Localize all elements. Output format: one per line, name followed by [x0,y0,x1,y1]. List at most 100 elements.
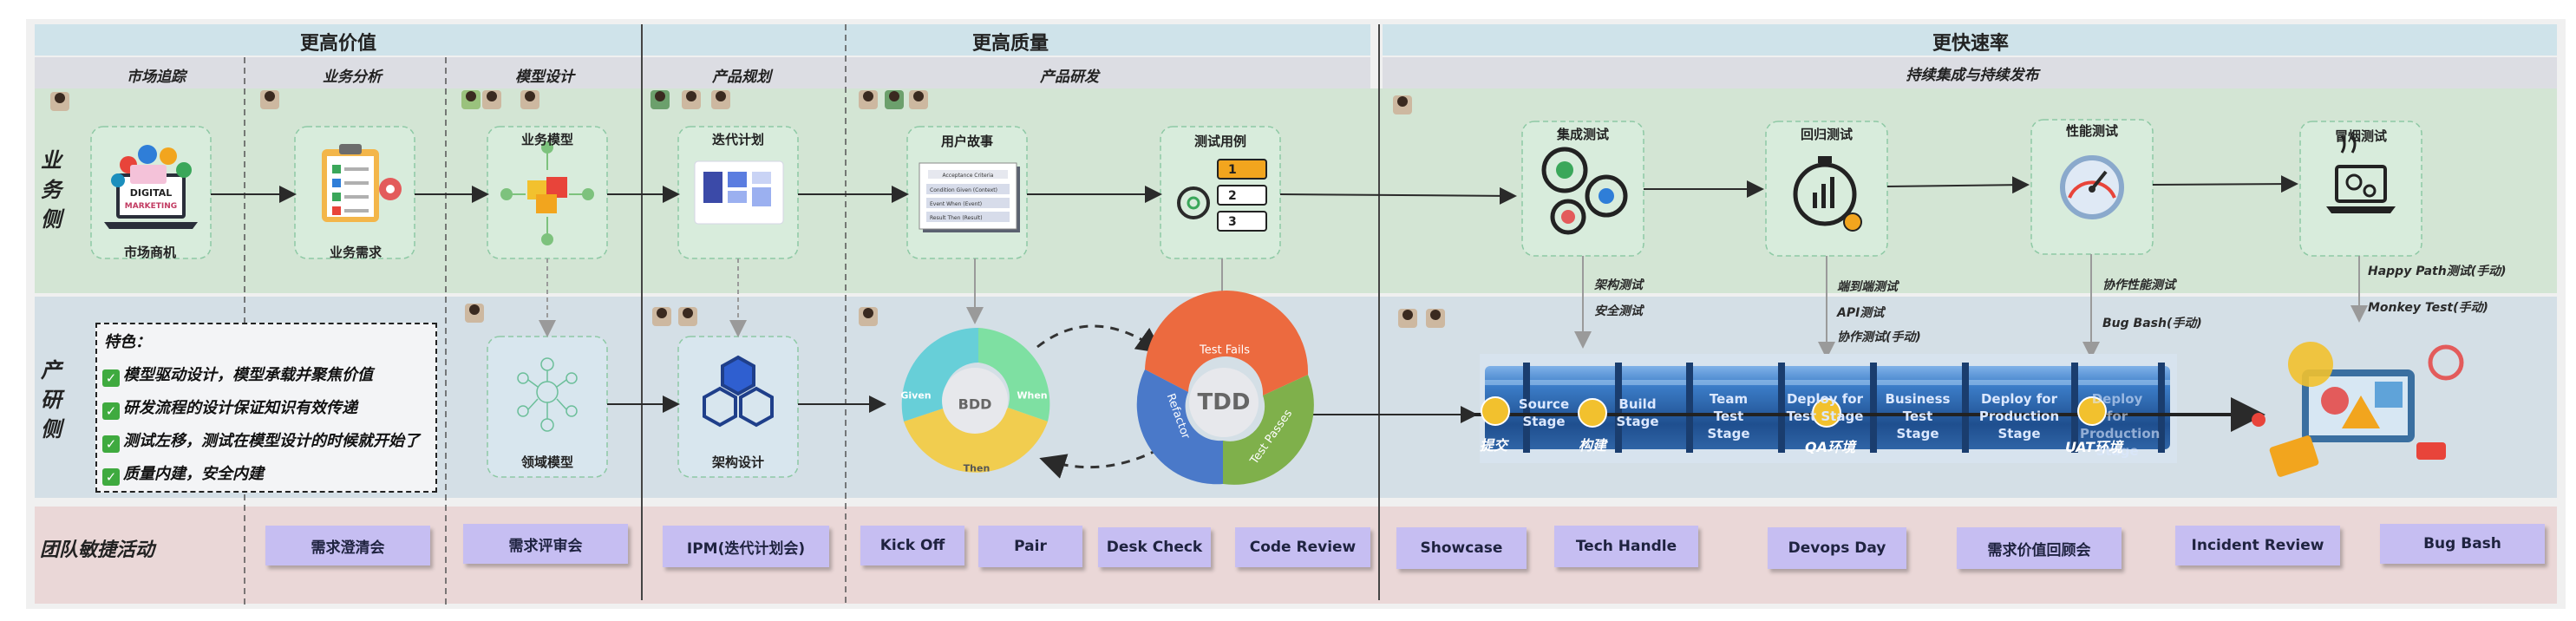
pipeline-stage-business-test: Business Test Stage [1885,391,1951,441]
feature-item: ✓研发流程的设计保证知识有效传递 [102,395,357,420]
label-domain-model: 领域模型 [521,454,574,470]
check-icon: ✓ [102,468,120,486]
marketing-label: MARKETING [125,202,177,211]
test-case-number: 1 [1228,163,1237,177]
annotation-bug-bash-test: Bug Bash(手动) [2102,317,2202,330]
gauge-icon [2060,155,2124,219]
lane-label-dev: 产研侧 [41,358,62,441]
label-architecture: 架构设计 [712,454,765,470]
label-test-case: 测试用例 [1194,134,1247,149]
gears-icon [1541,147,1628,235]
tdd-center-label: TDD [1197,389,1251,415]
activity-note: 需求价值回顾会 [1957,527,2122,569]
annotation-monkey-test: Monkey Test(手动) [2368,301,2488,315]
business-model-icon [500,141,594,245]
header-speed: 更快速率 [1932,33,2010,55]
header-value: 更高价值 [299,33,377,55]
features-title: 特色： [104,333,151,351]
dev-flow-arrows [607,395,1478,423]
label-regression-test: 回归测试 [1801,127,1854,142]
activity-note: 需求评审会 [463,524,628,564]
bdd-cycle [901,327,1050,473]
subheader-product-dev: 产品研发 [1040,69,1099,86]
activity-note: Bug Bash [2380,524,2545,564]
header-band-left [35,24,1370,56]
label-smoke-test: 冒烟测试 [2335,128,2388,144]
test-case-number: 2 [1228,189,1237,203]
pipeline-env-build: 构建 [1578,437,1607,454]
activity-note: Devops Day [1768,527,1906,569]
subheader-band-left [35,57,1370,88]
label-integration-test: 集成测试 [1557,127,1610,142]
team-avatar-icons [50,90,1445,328]
activity-note: 需求澄清会 [265,526,430,565]
pipeline-env-qa: QA环境 [1805,439,1855,455]
tdd-cycle [1136,291,1314,485]
card-smoke-test [2299,121,2422,257]
pipeline-stage-deploy-prod-2: Deploy for Production Stage [2080,391,2161,459]
activity-note: Code Review [1235,527,1370,567]
header-band-right [1383,24,2557,56]
label-user-story: 用户故事 [941,134,994,149]
business-flow-arrows [211,175,2298,205]
subheader-ci-cd: 持续集成与持续发布 [1906,67,2039,84]
lane-label-business: 业务侧 [41,148,62,232]
pipeline-stage-deploy-prod: Deploy for Production Stage [1978,391,2060,441]
kanban-board-icon [694,160,784,225]
ci-pipeline [1474,354,2265,463]
feature-text: 研发流程的设计保证知识有效传递 [123,399,357,417]
story-card-row: Event When (Event) [930,201,982,207]
story-card-icon: Acceptance Criteria Condition Given (Con… [919,162,1020,232]
stopwatch-icon [1793,156,1862,232]
hexagon-architecture-icon [703,355,774,428]
subheader-product-planning: 产品规划 [712,69,771,86]
laptop-gears-icon [2326,134,2396,213]
label-business-requirement: 业务需求 [330,245,382,260]
check-icon: ✓ [102,369,120,387]
label-business-model: 业务模型 [521,132,574,147]
activity-note: Kick Off [860,526,964,565]
test-case-icon: 1 2 3 [1177,159,1267,232]
label-market-opportunity: 市场商机 [124,245,177,260]
annotation-perf-collab-test: 协作性能测试 [2102,278,2175,292]
annotation-happy-path-test: Happy Path测试(手动) [2368,265,2507,278]
pipeline-stage-deploy-test: Deploy for Test Stage [1786,391,1864,424]
subheader-market: 市场追踪 [127,69,186,86]
activity-note: Pair [978,526,1082,567]
features-box: 特色： ✓模型驱动设计，模型承载并聚焦价值 ✓研发流程的设计保证知识有效传递 ✓… [95,323,437,493]
story-card-row: Result Then (Result) [930,215,983,221]
header-quality: 更高质量 [971,33,1049,55]
tdd-fails-label: Test Fails [1200,343,1250,357]
feature-text: 测试左移，测试在模型设计的时候就开始了 [123,432,420,450]
digital-marketing-icon: DIGITAL MARKETING [104,145,198,229]
label-performance-test: 性能测试 [2066,123,2119,139]
feature-text: 质量内建，安全内建 [123,465,264,483]
bdd-center-label: BDD [958,395,992,413]
bdd-given-label: Given [900,389,932,402]
story-card-row: Condition Given (Context) [930,187,997,193]
activity-note: Tech Handle [1554,526,1698,567]
subheader-business-analysis: 业务分析 [323,69,382,86]
check-icon: ✓ [102,402,120,420]
bdd-then-label: Then [963,462,991,474]
test-case-number: 3 [1228,215,1237,229]
annotation-collab-test: 协作测试(手动) [1837,330,1921,344]
bdd-when-label: When [1017,389,1048,402]
annotation-architecture-test: 架构测试 [1594,278,1643,292]
subheader-model-design: 模型设计 [515,69,574,86]
pipeline-stage-source: Source Stage [1518,396,1570,429]
annotation-security-test: 安全测试 [1594,304,1643,318]
pipeline-env-commit: 提交 [1479,437,1508,454]
annotation-e2e-test: 端到端测试 [1837,280,1898,294]
check-icon: ✓ [102,435,120,453]
activity-note: IPM(迭代计划会) [663,526,829,567]
lane-label-team: 团队敏捷活动 [40,539,155,561]
annotation-api-test: API测试 [1837,306,1885,320]
story-card-title: Acceptance Criteria [942,173,993,179]
subheader-band-right [1383,57,2557,88]
activity-note: Showcase [1396,527,1527,569]
feature-item: ✓测试左移，测试在模型设计的时候就开始了 [102,428,420,453]
feature-item: ✓模型驱动设计，模型承载并聚焦价值 [102,363,373,387]
